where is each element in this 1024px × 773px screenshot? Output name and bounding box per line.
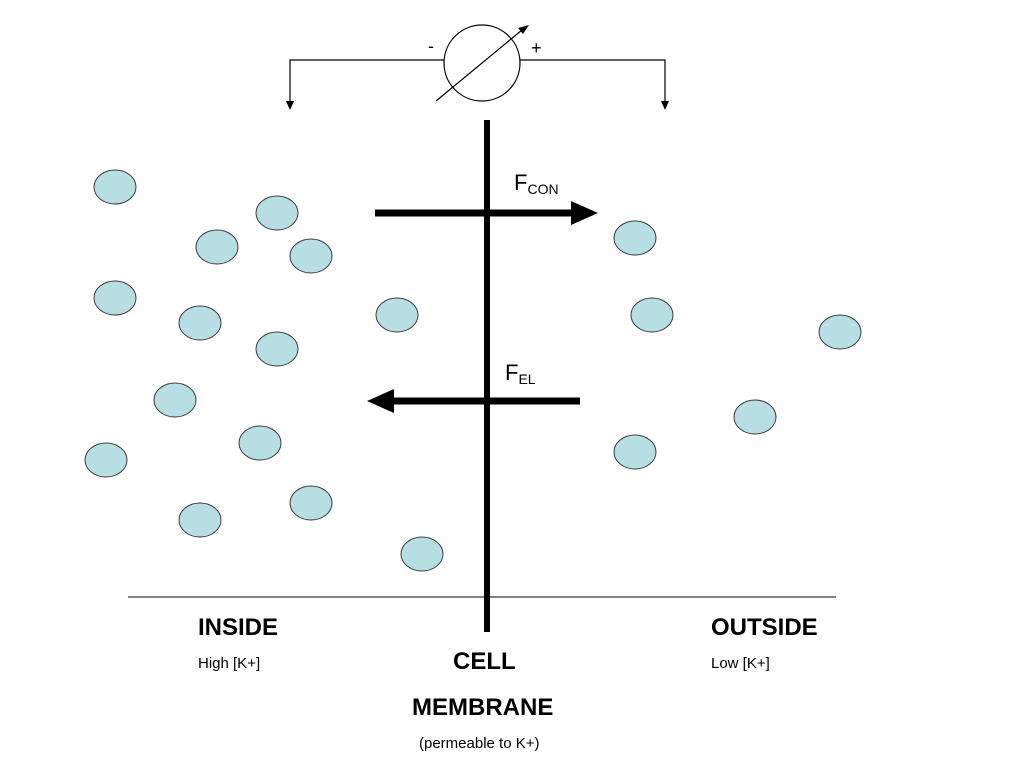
potassium-ion — [289, 485, 333, 521]
potassium-ion — [178, 305, 222, 341]
potassium-ion — [630, 297, 674, 333]
meter-minus-sign: - — [428, 36, 434, 56]
concentration-force-label: FCON — [514, 170, 559, 197]
potassium-ion — [255, 195, 299, 231]
potassium-ion — [255, 331, 299, 367]
potassium-ion — [613, 434, 657, 470]
electrical-force-label: FEL — [505, 360, 536, 387]
right-electrode-wire — [520, 59, 666, 104]
potassium-ion — [178, 502, 222, 538]
membrane-label-line1: CELL — [453, 648, 516, 675]
potassium-ion — [400, 536, 444, 572]
potassium-ion — [289, 238, 333, 274]
left-electrode-wire — [289, 59, 444, 104]
voltmeter-needle-arrowhead — [518, 25, 529, 34]
outside-label: OUTSIDE — [711, 614, 818, 641]
potassium-ion — [93, 169, 137, 205]
meter-plus-sign: + — [531, 38, 542, 58]
membrane-label-line2: MEMBRANE — [412, 694, 554, 721]
potassium-ions — [84, 169, 862, 572]
potassium-ion — [238, 425, 282, 461]
inside-label: INSIDE — [198, 614, 279, 641]
outside-concentration-label: Low [K+] — [711, 655, 770, 672]
concentration-force-arrow — [375, 201, 598, 225]
voltmeter-needle — [435, 29, 523, 102]
membrane-permeability-label: (permeable to K+) — [419, 735, 540, 752]
potassium-ion — [153, 382, 197, 418]
left-electrode-arrowhead — [286, 101, 294, 110]
potassium-ion — [84, 442, 128, 478]
potassium-ion — [613, 220, 657, 256]
potassium-ion — [733, 399, 777, 435]
inside-concentration-label: High [K+] — [198, 655, 261, 672]
voltmeter-icon — [435, 24, 529, 102]
electrical-force-arrow — [367, 389, 580, 413]
voltmeter-wiring — [286, 59, 669, 110]
potassium-ion — [195, 229, 239, 265]
right-electrode-arrowhead — [661, 101, 669, 110]
potassium-ion — [375, 297, 419, 333]
potassium-ion — [818, 314, 862, 350]
potassium-ion — [93, 280, 137, 316]
